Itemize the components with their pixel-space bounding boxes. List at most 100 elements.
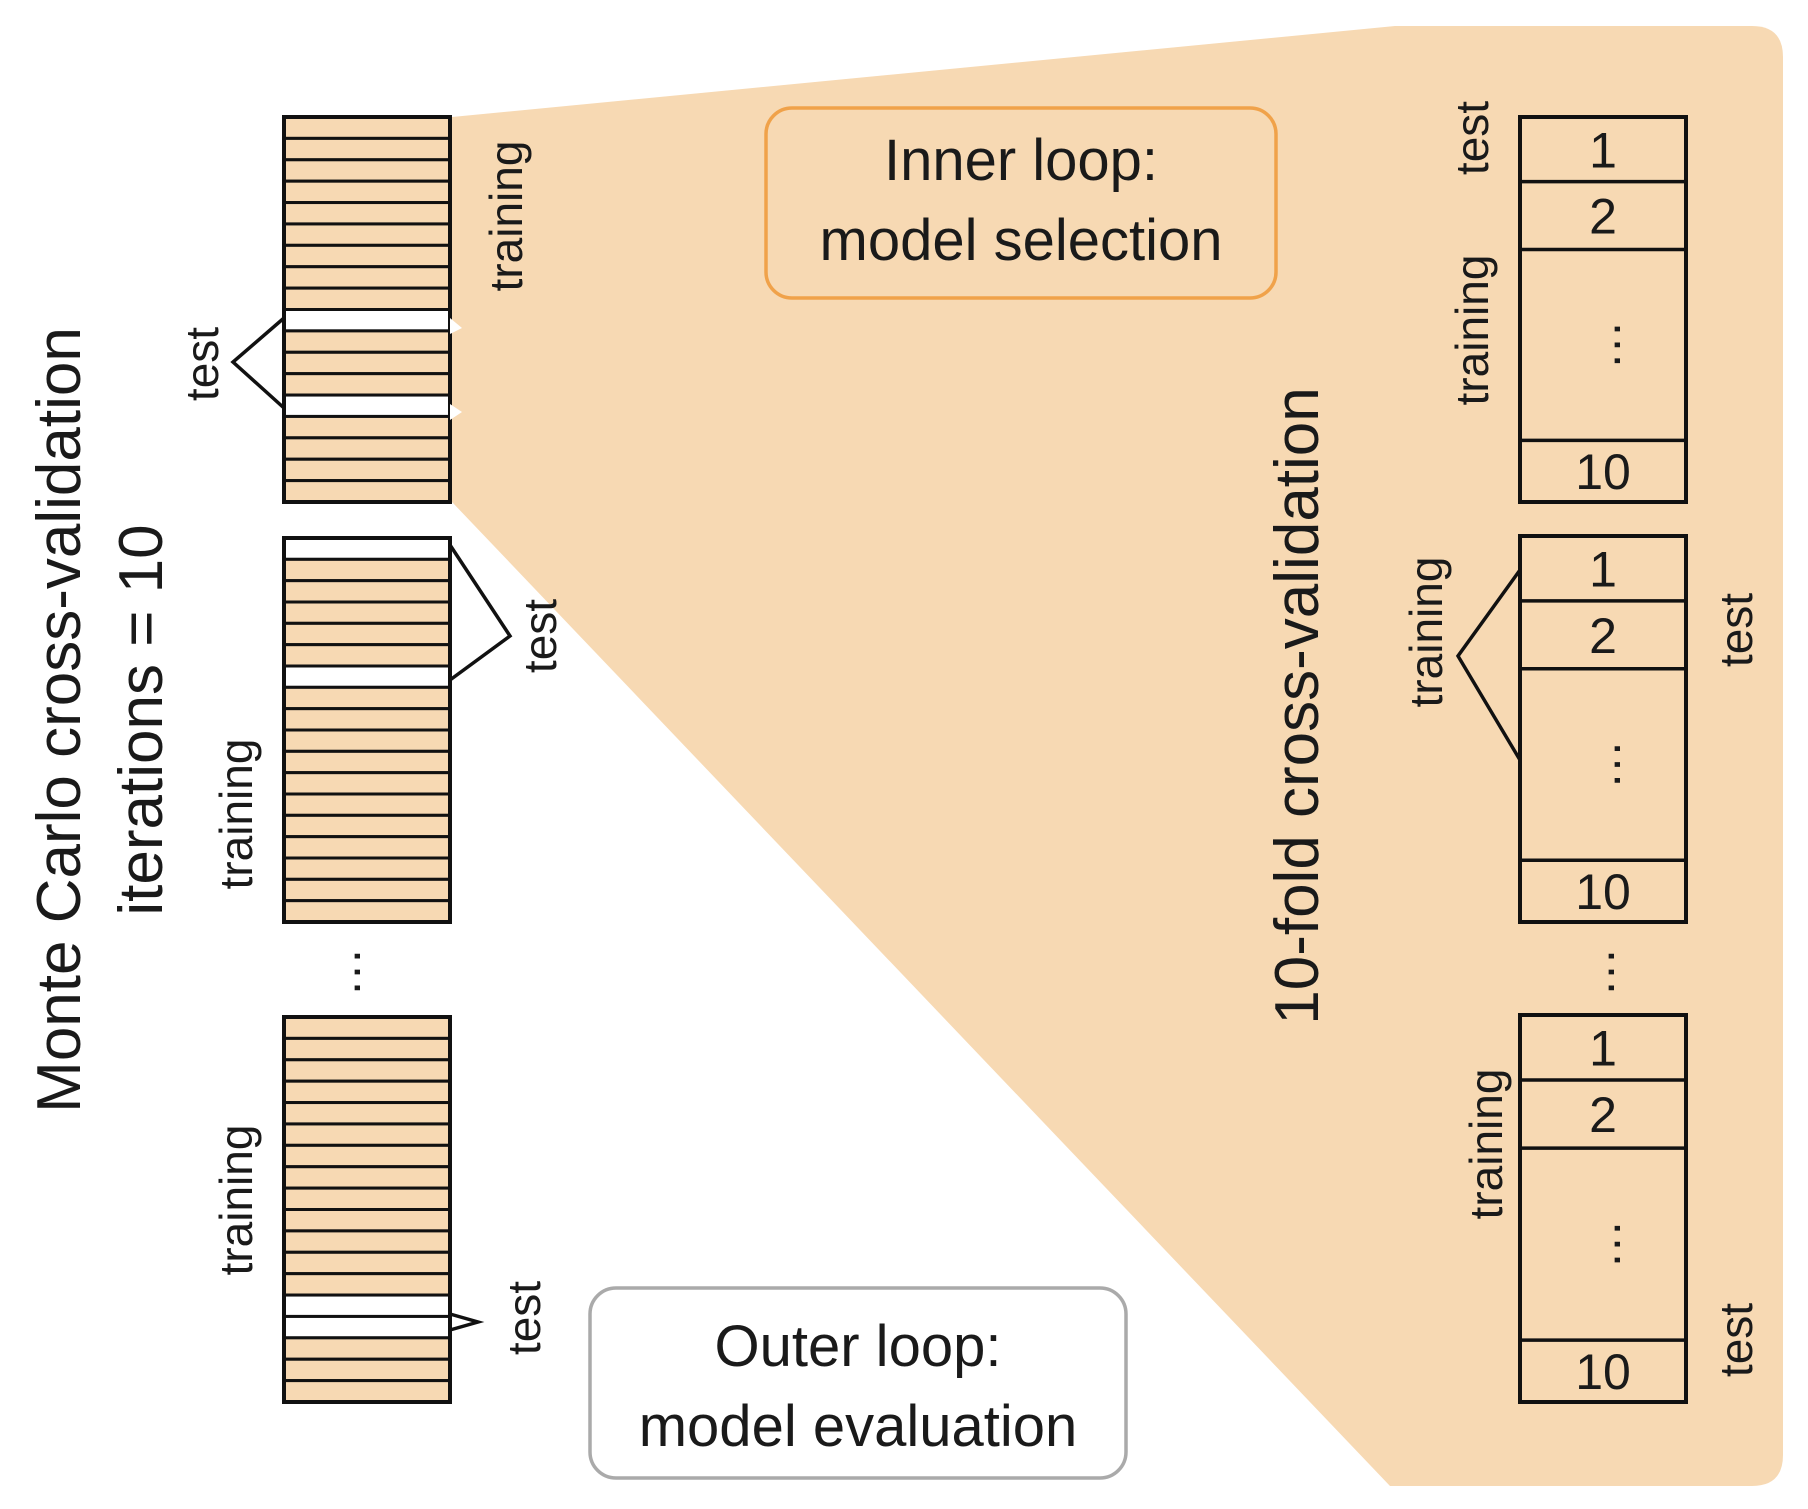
fold-training-bracket	[1455, 568, 1522, 761]
title-line-2: iterations = 10	[107, 524, 176, 915]
fold-block-frame	[1518, 115, 1688, 504]
block3-training-label: training	[210, 1125, 262, 1276]
outer-loop-title-2: model evaluation	[639, 1394, 1078, 1459]
outer-blocks-ellipsis: …	[315, 947, 371, 997]
fold-label: …	[1575, 320, 1631, 370]
fold-label: …	[1575, 1219, 1631, 1269]
training-row	[282, 115, 452, 140]
training-row	[282, 1272, 452, 1297]
training-row	[282, 350, 452, 376]
outer-block-frame	[282, 1015, 452, 1404]
training-row	[282, 877, 452, 903]
training-row	[282, 136, 452, 162]
training-row	[282, 414, 452, 440]
training-row	[282, 813, 452, 839]
training-row	[282, 643, 452, 668]
outer-block-frame	[282, 536, 452, 924]
training-row	[282, 1079, 452, 1105]
fold1-test-label: test	[1446, 101, 1498, 175]
training-row	[282, 579, 452, 604]
training-row	[282, 899, 452, 924]
training-row	[282, 179, 452, 205]
block1-test-label: test	[176, 327, 228, 401]
fold-block-frame	[1518, 534, 1688, 924]
training-row	[282, 1379, 452, 1404]
fold2-test-label: test	[1710, 593, 1762, 667]
training-row	[282, 1036, 452, 1062]
fold-label: 10	[1575, 1344, 1631, 1400]
training-row	[282, 1143, 452, 1169]
block2-test-label: test	[514, 599, 566, 673]
outer-loop-title-1: Outer loop:	[715, 1314, 1002, 1379]
fold-label: 1	[1589, 122, 1617, 178]
training-row	[282, 685, 452, 711]
training-row	[282, 265, 452, 290]
fold1-training-label: training	[1446, 255, 1498, 406]
fold-block-frame	[1518, 1013, 1688, 1404]
block3-test-label: test	[498, 1281, 550, 1355]
inner-cv-label: 10-fold cross-validation	[1263, 387, 1332, 1025]
test-row	[282, 664, 452, 689]
training-row	[282, 479, 452, 504]
training-row	[282, 1250, 452, 1276]
training-row	[282, 557, 452, 583]
training-row	[282, 1208, 452, 1233]
fold-blocks: 1 2 … 10 1 2 … 10 1 2 … 10	[1518, 115, 1688, 1404]
training-row	[282, 1122, 452, 1147]
training-row	[282, 243, 452, 269]
fold-label: 10	[1575, 444, 1631, 500]
fold3-test-label: test	[1710, 1303, 1762, 1377]
outer-loop-box	[588, 1286, 1128, 1480]
test-bracket-2	[448, 544, 513, 682]
training-row	[282, 835, 452, 860]
training-row	[282, 457, 452, 483]
block1-training-label: training	[480, 141, 532, 292]
training-row	[282, 436, 452, 461]
training-row	[282, 1336, 452, 1361]
inner-loop-title-1: Inner loop:	[884, 128, 1158, 193]
inner-loop-shaded-region	[452, 26, 1783, 1486]
test-row	[282, 536, 452, 561]
training-row	[282, 158, 452, 183]
test-bracket-3	[449, 1312, 485, 1332]
training-row	[282, 792, 452, 817]
training-row	[282, 1357, 452, 1383]
fold2-training-label: training	[1400, 557, 1452, 708]
fold-label: 10	[1575, 864, 1631, 920]
fold-label: 2	[1589, 608, 1617, 664]
training-row	[282, 621, 452, 647]
inner-loop-box	[764, 106, 1278, 300]
training-row	[282, 600, 452, 625]
notch-marker	[450, 318, 462, 334]
fold3-training-label: training	[1460, 1069, 1512, 1220]
outer-block-frame	[282, 115, 452, 504]
fold-label: 2	[1589, 189, 1617, 245]
training-row	[282, 201, 452, 226]
training-row	[282, 856, 452, 881]
fold-label: 1	[1589, 541, 1617, 597]
training-row	[282, 728, 452, 753]
training-row	[282, 372, 452, 397]
test-row	[282, 1293, 452, 1318]
training-row	[282, 1165, 452, 1190]
outer-blocks	[282, 115, 452, 1404]
block2-training-label: training	[210, 739, 262, 890]
notch-marker	[450, 404, 462, 420]
inner-loop-title-2: model selection	[820, 208, 1223, 273]
training-row	[282, 222, 452, 247]
training-row	[282, 1229, 452, 1254]
training-row	[282, 1186, 452, 1211]
test-bracket-1	[230, 316, 286, 410]
training-row	[282, 707, 452, 732]
training-row	[282, 749, 452, 775]
training-row	[282, 1058, 452, 1083]
test-row	[282, 393, 452, 418]
training-row	[282, 1015, 452, 1040]
training-row	[282, 771, 452, 796]
fold-label: 1	[1589, 1021, 1617, 1077]
fold-blocks-ellipsis: …	[1569, 947, 1625, 997]
title-line-1: Monte Carlo cross-validation	[25, 327, 94, 1113]
test-row	[282, 1314, 452, 1340]
fold-label: 2	[1589, 1087, 1617, 1143]
fold-label: …	[1575, 740, 1631, 790]
